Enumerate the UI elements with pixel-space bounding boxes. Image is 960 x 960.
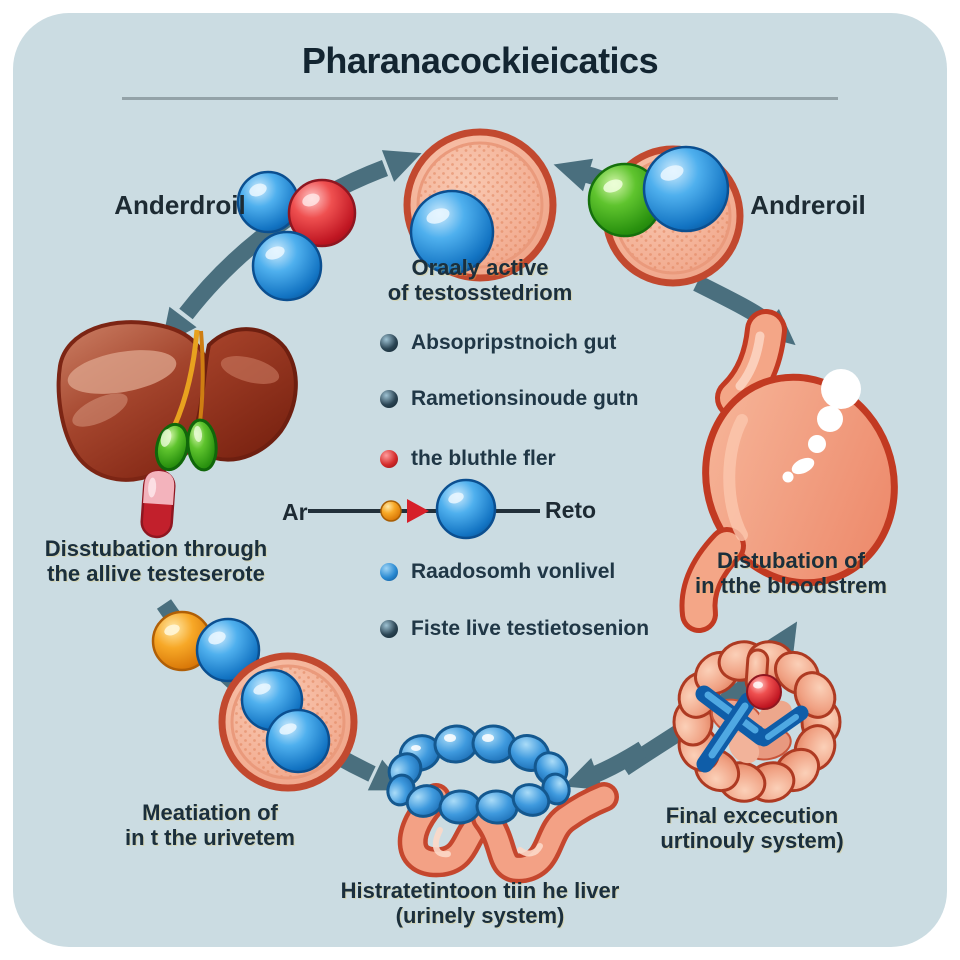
timeline-blue-sphere	[435, 478, 497, 540]
caption-bottom-left: Meatiation of in t the urivetem	[125, 800, 295, 850]
gallbladder-icon	[154, 418, 218, 472]
capsule-icon	[140, 469, 176, 539]
label-top-right-compound: Andreroil	[750, 190, 866, 220]
bullet-item: Raadosomh vonlivel	[380, 557, 615, 587]
intestine-icon	[386, 724, 619, 884]
colon-cluster-icon	[672, 640, 842, 803]
timeline-orange-dot	[380, 500, 402, 522]
caption-bottom-right: Final excecution urtinouly system)	[660, 803, 844, 853]
title-underline	[122, 97, 838, 100]
arrowhead-to-intestine-right	[563, 758, 603, 790]
blue-rods-icon	[695, 685, 809, 773]
blue-bead-colon-icon	[386, 724, 571, 825]
caption-stomach: Distubation of in tthe bloodstrem	[695, 548, 887, 598]
molecule-cluster-top-left	[236, 170, 357, 302]
cell-top-center-icon	[403, 128, 557, 282]
caption-bottom-center: Histratetintoon tiin he liver (urinely s…	[340, 878, 620, 928]
bullet-dot-red-icon	[380, 450, 398, 468]
caption-liver: Disstubation through the allive testeser…	[44, 536, 268, 586]
bullet-dot-navy-icon	[380, 390, 398, 408]
bullet-item: Rametionsinoude gutn	[380, 384, 639, 414]
cell-bottom-left-icon	[151, 610, 358, 792]
cell-top-right-icon	[587, 145, 744, 287]
liver-icon	[56, 320, 298, 482]
bullet-item: the bluthle fler	[380, 444, 556, 474]
timeline-left-label: Ar	[282, 499, 308, 525]
stomach-icon	[679, 309, 898, 633]
arrowhead-to-cell	[381, 150, 422, 182]
bullet-dot-navy-icon	[380, 620, 398, 638]
reaction-timeline	[308, 478, 540, 540]
caption-top-center-cell: Oraaly active of testosstedriom	[387, 255, 573, 305]
timeline-arrowhead	[407, 499, 429, 523]
bullet-item: Absopripstnoich gut	[380, 328, 616, 358]
bullet-dot-blue-icon	[380, 563, 398, 581]
label-top-left-compound: Anderdroil	[114, 190, 246, 220]
page-title: Pharanacockieicatics	[301, 40, 659, 81]
timeline-right-label: Reto	[545, 497, 597, 523]
arrowhead-to-center-cell	[553, 158, 593, 192]
bullet-item: Fiste live testietosenion	[380, 614, 649, 644]
bullet-dot-navy-icon	[380, 334, 398, 352]
